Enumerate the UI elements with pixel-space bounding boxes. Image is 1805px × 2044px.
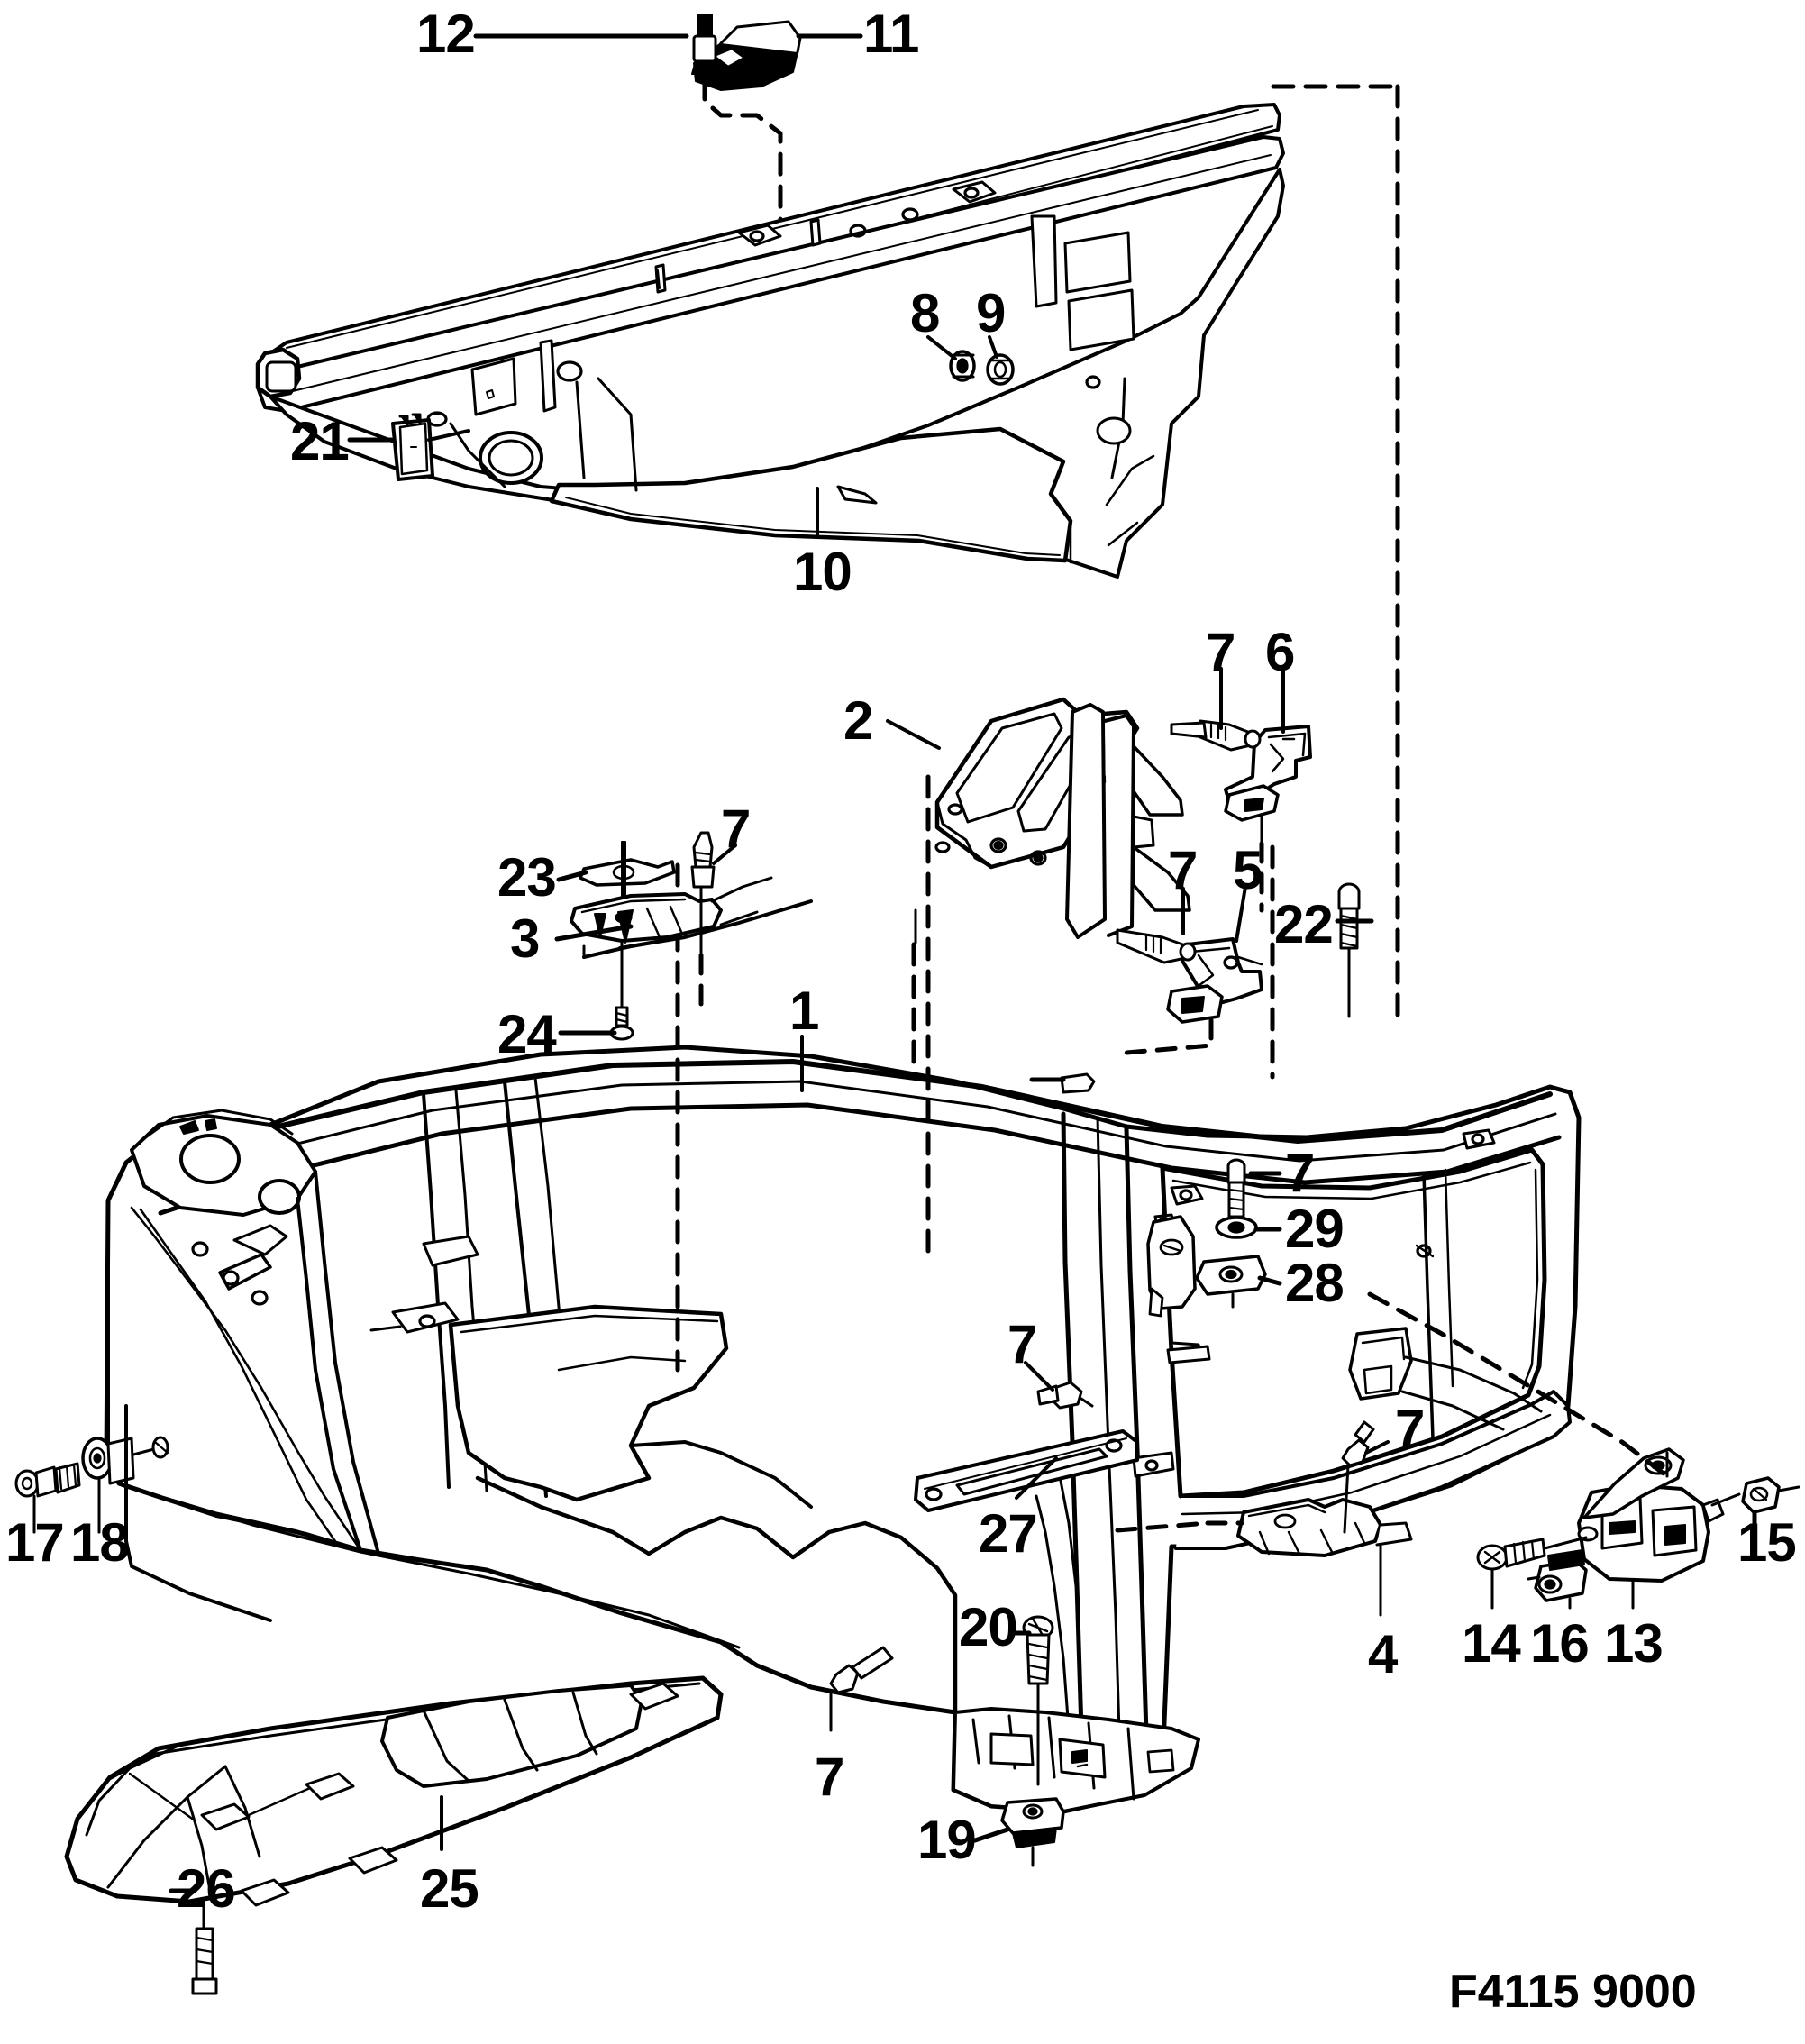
part-28-bracket	[1146, 1215, 1267, 1318]
callout-25: 25	[420, 1858, 479, 1919]
callout-23: 23	[497, 847, 557, 908]
callout-9: 9	[976, 283, 1006, 343]
part-7-screw-c	[690, 831, 716, 957]
callout-11: 11	[863, 4, 919, 64]
drawing-part-code: F4115 9000	[1449, 1966, 1697, 2018]
callout-21: 21	[290, 411, 350, 471]
part-24-screw	[609, 941, 634, 1041]
callout-17: 17	[5, 1512, 65, 1573]
part-7-screw-d	[1226, 1158, 1246, 1218]
callout-22: 22	[1274, 894, 1334, 954]
callout-5: 5	[1233, 840, 1263, 900]
part-8-washer	[949, 350, 976, 382]
part-7-screw-e	[1060, 1072, 1096, 1094]
part-27-rail-strip	[914, 1429, 1139, 1512]
callout-4: 4	[1368, 1624, 1398, 1684]
part-19-clip-nut	[1000, 1797, 1065, 1867]
part-22-bolt	[1337, 882, 1361, 1018]
part-4-bracket	[1236, 1498, 1413, 1617]
callout-18: 18	[70, 1512, 130, 1573]
callout-3: 3	[510, 908, 540, 969]
callout-29: 29	[1285, 1199, 1345, 1259]
part-21-edge-clip	[391, 413, 470, 481]
callout-14: 14	[1462, 1613, 1521, 1674]
part-5-hinge-bracket	[1166, 937, 1263, 1024]
callout-6: 6	[1265, 622, 1295, 682]
callout-7-f: 7	[1007, 1314, 1037, 1374]
callout-7-g: 7	[815, 1747, 844, 1807]
callout-8: 8	[910, 283, 940, 343]
part-9-nut	[986, 353, 1015, 386]
part-25-cover-panel	[64, 1675, 724, 1907]
part-23-clamp-plate	[579, 841, 676, 909]
part-7-screw-g	[829, 1646, 894, 1732]
callout-19: 19	[917, 1810, 977, 1870]
callout-7-c: 7	[1168, 840, 1198, 900]
callout-16: 16	[1530, 1613, 1590, 1674]
callout-15: 15	[1737, 1512, 1797, 1573]
part-17-bolt	[14, 1462, 81, 1534]
callout-27: 27	[979, 1503, 1038, 1564]
part-29-washer	[1215, 1216, 1258, 1239]
part-13-hinge-bracket	[1577, 1447, 1725, 1608]
callout-10: 10	[793, 542, 852, 602]
part-6-hinge-bracket	[1224, 725, 1312, 822]
callout-7-b: 7	[721, 798, 751, 859]
callout-2: 2	[843, 690, 873, 751]
callout-26: 26	[177, 1858, 236, 1919]
part-3-support-bracket	[570, 876, 813, 959]
callout-20: 20	[959, 1597, 1018, 1657]
callout-12: 12	[416, 4, 476, 64]
callout-7-h: 7	[1395, 1399, 1425, 1459]
part-11-hood-stop-bracket	[693, 20, 802, 91]
part-7-screw-b	[1116, 928, 1197, 964]
part-7-screw-a	[1170, 719, 1262, 752]
callout-1: 1	[789, 981, 819, 1041]
part-26-bolt	[191, 1900, 218, 1995]
callout-7-d: 7	[1285, 1143, 1315, 1203]
callout-13: 13	[1604, 1613, 1664, 1674]
part-2-reinforcement-bracket	[914, 697, 1191, 944]
part-15-nut	[1741, 1476, 1800, 1547]
callout-7-a: 7	[1206, 622, 1235, 682]
part-12-retainer-clip	[691, 14, 718, 75]
part-7-screw-h	[1341, 1420, 1375, 1534]
part-10-upper-cowl-panel	[255, 103, 1285, 579]
part-16-clip	[1527, 1549, 1588, 1608]
callout-28: 28	[1285, 1253, 1345, 1313]
callout-24: 24	[497, 1004, 557, 1064]
